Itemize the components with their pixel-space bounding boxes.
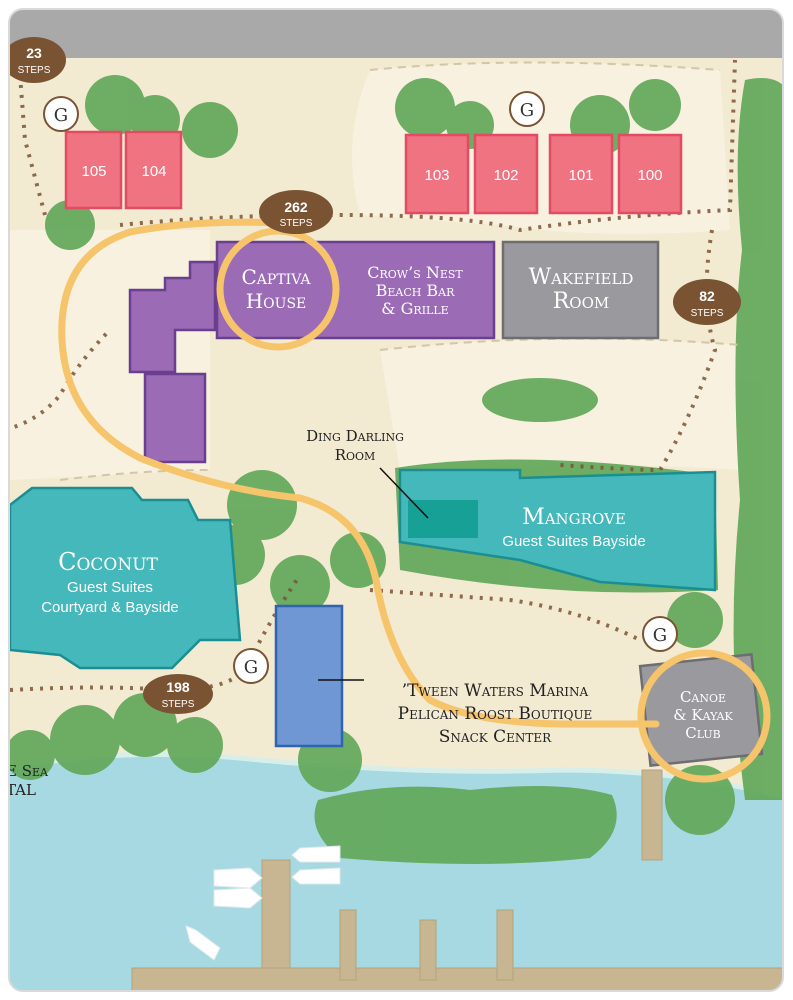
mangrove-label: Mangrove [522,505,626,530]
tree [50,705,120,775]
wakefield-room-label: Wakefield [529,265,634,290]
boat [291,867,341,885]
dock-pier [131,967,783,991]
dock-pier [496,909,514,981]
wakefield-room-building[interactable] [501,240,660,340]
steps-badge-198: 198 STEPS [143,674,213,714]
crows-nest-building[interactable] [215,240,496,340]
room-104-label: 104 [141,163,166,180]
room-101[interactable] [548,133,614,215]
room-101-label: 101 [568,167,593,184]
svg-text:STEPS: STEPS [691,308,724,319]
coconut-label: Coconut [58,548,158,576]
gate-marker-icon: G [509,91,545,127]
trail-outline [379,337,741,351]
captiva-house-label: House [246,289,307,313]
footstep-path [9,573,302,693]
marina-label: ’Tween Waters Marina [402,681,589,701]
coconut-building[interactable] [9,486,242,670]
coconut-sublabel: Courtyard & Bayside [41,599,179,616]
tree [45,200,95,250]
ding-darling-label: Room [335,446,376,464]
tree [629,79,681,131]
room-105-label: 105 [81,163,106,180]
dock-pier [339,909,357,981]
gate-marker-icon: G [43,96,79,132]
ding-darling-label: Ding Darling [306,427,404,445]
mangrove-sublabel: Guest Suites Bayside [502,533,645,550]
svg-text:82: 82 [699,288,715,304]
steps-badge-82: 82 STEPS [673,279,741,325]
crows-nest-label: Crow’s Nest [367,263,463,282]
boat [291,845,341,863]
mangrove-building[interactable] [398,468,717,592]
room-103[interactable] [404,133,470,215]
svg-text:STEPS: STEPS [18,65,51,76]
dock-pier [641,769,663,861]
svg-text:STEPS: STEPS [162,699,195,710]
room-100[interactable] [617,133,683,215]
canoe-kayak-label: Club [685,724,721,742]
top-gray-band [9,9,783,58]
boat [185,925,221,961]
canoe-kayak-label: Canoe [680,688,726,706]
tree [9,730,55,780]
ding-darling-leader-line [379,467,429,519]
crows-nest-label: & Grille [381,299,448,318]
coconut-sublabel: Guest Suites [67,579,153,596]
marina-label: Snack Center [439,727,552,747]
gate-marker-icon: G [642,616,678,652]
footstep-path [369,588,641,642]
svg-text:G: G [520,100,534,121]
marina-building[interactable] [274,604,344,748]
captiva-wing[interactable] [128,260,217,374]
svg-text:G: G [653,625,667,646]
crows-nest-label: Beach Bar [376,281,456,300]
tree [665,765,735,835]
map-frame [8,8,784,992]
room-102[interactable] [473,133,539,215]
svg-text:STEPS: STEPS [280,218,313,229]
steps-badge-23: 23 STEPS [9,37,66,83]
sea-edge-label: E Sea [6,762,49,780]
dock-pier [419,919,437,981]
tree [482,378,598,422]
palm-strip [733,78,783,800]
room-103-label: 103 [424,167,449,184]
canoe-kayak-club-building[interactable] [638,653,764,767]
steps-badge-262: 262 STEPS [259,190,333,234]
svg-text:198: 198 [166,679,190,695]
ding-darling-room[interactable] [408,500,478,538]
footstep-path [559,229,718,473]
trail-outline [59,469,211,481]
svg-text:G: G [54,105,68,126]
marina-label: Pelican Roost Boutique [398,704,593,724]
gate-marker-icon: G [233,648,269,684]
footstep-path [9,328,112,432]
wakefield-room-label: Room [553,289,610,314]
svg-text:23: 23 [26,45,42,61]
captiva-house-label: Captiva [242,265,312,289]
footstep-path [18,74,47,216]
canoe-highlight-ring[interactable] [637,649,771,783]
walking-route [58,218,660,728]
boat [213,887,263,909]
trail-outline [369,61,721,71]
tree [182,102,238,158]
svg-text:G: G [244,657,258,678]
tree [667,592,723,648]
captiva-annex[interactable] [143,372,207,464]
canoe-kayak-label: & Kayak [673,706,733,724]
room-102-label: 102 [493,167,518,184]
sea-edge-label: TAL [6,781,36,799]
tree [395,78,455,138]
room-105[interactable] [64,130,123,210]
boat [213,867,263,889]
room-100-label: 100 [637,167,662,184]
island-grove [314,786,617,864]
room-104[interactable] [124,130,183,210]
tree [167,717,223,773]
svg-text:262: 262 [284,199,308,215]
